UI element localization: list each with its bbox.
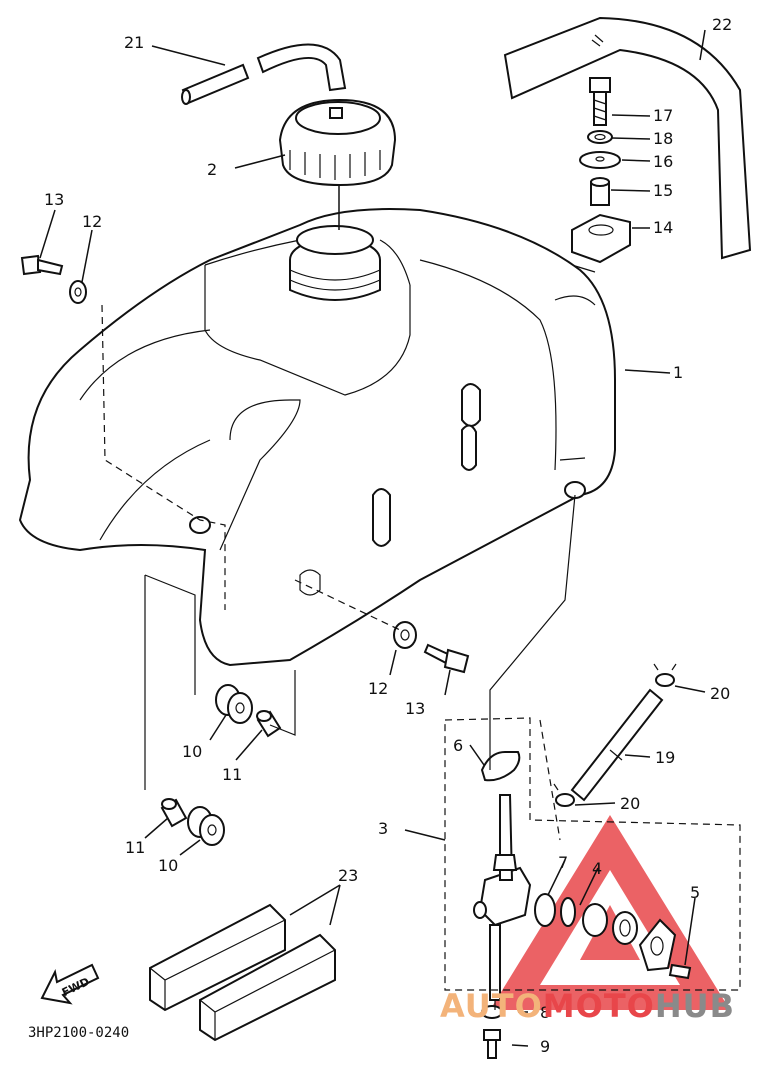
part-washer-8: [481, 1005, 503, 1019]
callout-10-lower: 10: [158, 856, 178, 875]
callout-22: 22: [712, 15, 732, 34]
watermark-word-moto: MOTO: [543, 987, 655, 1025]
callout-13-left: 13: [44, 190, 64, 209]
part-screw-5: [668, 963, 692, 980]
callout-15: 15: [653, 181, 673, 200]
callout-9: 9: [540, 1037, 550, 1056]
part-fuel-hose-19: [570, 688, 664, 802]
callout-12-right: 12: [368, 679, 388, 698]
callout-8: 8: [540, 1003, 550, 1022]
part-gasket-7: [534, 893, 556, 927]
callout-2: 2: [207, 160, 217, 179]
callout-12-left: 12: [82, 212, 102, 231]
watermark-word-auto: AUTO: [440, 987, 543, 1025]
callout-20-lower: 20: [620, 794, 640, 813]
part-fuel-cap-2: [278, 98, 397, 187]
part-washer-12-right: [393, 621, 417, 649]
part-damper-14: [559, 213, 631, 276]
callout-14: 14: [653, 218, 673, 237]
callout-19: 19: [655, 748, 675, 767]
part-collar-15: [590, 177, 610, 206]
callout-3: 3: [378, 819, 388, 838]
part-collar-11-upper: [256, 710, 282, 738]
part-bolt-17: [589, 77, 611, 126]
callout-13-right: 13: [405, 699, 425, 718]
callout-6: 6: [453, 736, 463, 755]
part-code-label: 3HP2100-0240: [28, 1025, 129, 1041]
watermark-inner-mark-icon: [580, 905, 640, 960]
callout-5: 5: [690, 883, 700, 902]
part-bolt-13-left: [20, 254, 64, 276]
part-washer-16: [579, 151, 621, 169]
callout-20-upper: 20: [710, 684, 730, 703]
part-damper-10-lower: [187, 806, 225, 846]
watermark-word-hub: HUB: [655, 987, 735, 1025]
watermark-text: AUTOMOTOHUB: [440, 987, 735, 1025]
part-bolt-9: [483, 1029, 501, 1059]
callout-10-upper: 10: [182, 742, 202, 761]
callout-23: 23: [338, 866, 358, 885]
part-pads-23: [149, 903, 336, 1042]
part-breather-hose-21: [181, 43, 347, 105]
fwd-arrow-icon: [40, 963, 100, 1005]
callout-11-lower: 11: [125, 838, 145, 857]
callout-labels: 1 2 3 4 5 6 7 8 9 10 10 11 11 12 12 13 1…: [44, 15, 732, 1056]
part-washer-12-left: [69, 280, 87, 304]
part-damper-10-upper: [215, 684, 253, 724]
part-oring-4: [560, 897, 576, 927]
part-bolt-13-right: [423, 643, 470, 674]
part-fuel-tank-1: [18, 208, 616, 667]
part-filter-6: [480, 751, 521, 782]
callout-21: 21: [124, 33, 144, 52]
part-collar-11-lower: [160, 798, 188, 828]
part-bracket-22: [503, 16, 752, 260]
callout-1: 1: [673, 363, 683, 382]
part-plate-5: [638, 918, 677, 972]
assembly-lines: [144, 494, 576, 1010]
callout-18: 18: [653, 129, 673, 148]
callout-16: 16: [653, 152, 673, 171]
part-clip-20-upper: [653, 663, 677, 687]
part-washer-18: [587, 130, 613, 144]
leader-lines: [39, 29, 706, 1047]
part-clip-20-lower: [553, 783, 577, 807]
callout-11-upper: 11: [222, 765, 242, 784]
part-lever-assembly: [582, 903, 638, 945]
part-fuel-cock-assembly-3: [473, 794, 532, 1001]
callout-7: 7: [558, 853, 568, 872]
callout-4: 4: [592, 859, 602, 878]
dashed-assembly-lines: [101, 304, 741, 991]
callout-17: 17: [653, 106, 673, 125]
